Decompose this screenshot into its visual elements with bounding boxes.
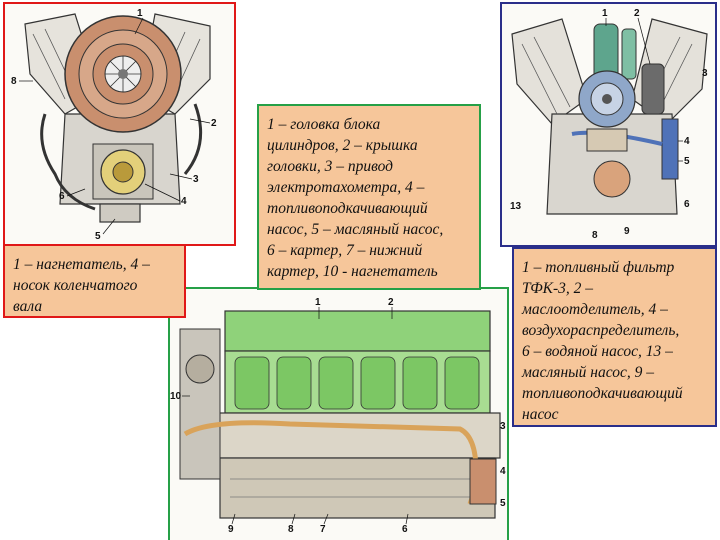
air-distributor-drawing (578, 70, 636, 128)
caption-line: носок коленчатого (13, 277, 138, 294)
callout-10: 10 (170, 391, 182, 402)
callout-7: 7 (320, 524, 326, 535)
caption-line: 6 – картер, 7 – нижний (267, 242, 423, 259)
callout-2: 2 (388, 297, 394, 308)
caption-line: цилиндров, 2 – крышка (267, 137, 418, 154)
rear-view-drawing: 1 2 3 4 5 6 8 9 13 (510, 8, 708, 241)
callout-13: 13 (510, 201, 522, 212)
caption-line: воздухораспределитель, (522, 322, 680, 339)
caption-line: маслоотделитель, 4 – (522, 301, 668, 318)
caption-line: топливоподкачивающий (267, 200, 428, 217)
front-view-figure: 1 8 2 3 4 6 5 (3, 2, 236, 246)
caption-line: 6 – водяной насос, 13 – (522, 343, 673, 360)
head-cover-drawing (224, 310, 491, 352)
rear-view-figure: 1 2 3 4 5 6 8 9 13 (500, 2, 717, 247)
callout-4: 4 (500, 466, 506, 477)
caption-line: головки, 3 – привод (267, 158, 393, 175)
caption-line: вала (13, 298, 43, 315)
caption-line: топливоподкачивающий (522, 385, 683, 402)
caption-line: картер, 10 - нагнетатель (267, 263, 438, 280)
caption-line: 1 – топливный фильтр (522, 259, 675, 276)
caption-line: ТФК-3, 2 – (522, 280, 593, 297)
caption-line: масляный насос, 9 – (522, 364, 654, 381)
side-view-figure: 1 2 10 3 4 5 9 8 7 6 (168, 287, 509, 540)
callout-6: 6 (59, 191, 65, 202)
supercharger-drawing (179, 328, 221, 480)
cylinder-block-drawing (224, 350, 491, 414)
callout-8: 8 (288, 524, 294, 535)
callout-6: 6 (402, 524, 408, 535)
crankcase-drawing (214, 412, 501, 459)
callout-5: 5 (684, 156, 690, 167)
callout-2: 2 (634, 8, 640, 19)
callout-3: 3 (702, 68, 708, 79)
front-view-drawing: 1 8 2 3 4 6 5 (11, 8, 217, 242)
middle-caption: 1 – головка блока цилиндров, 2 – крышка … (257, 104, 481, 290)
caption-line: 1 – головка блока (267, 116, 381, 133)
water-pump-drawing (586, 128, 631, 198)
callout-3: 3 (193, 174, 199, 185)
callout-8: 8 (592, 230, 598, 241)
callout-5: 5 (500, 498, 506, 509)
rear-view-caption: 1 – топливный фильтр ТФК-3, 2 – маслоотд… (512, 247, 717, 427)
front-view-caption: 1 – нагнетатель, 4 – носок коленчатого в… (3, 244, 186, 318)
callout-8: 8 (11, 76, 17, 87)
crankshaft-nose-drawing (92, 143, 154, 200)
callout-2: 2 (211, 118, 217, 129)
callout-4: 4 (181, 196, 187, 207)
caption-line: электротахометра, 4 – (267, 179, 425, 196)
supercharger-drawing (64, 15, 182, 133)
callout-3: 3 (500, 421, 506, 432)
callout-1: 1 (602, 8, 608, 19)
callout-5: 5 (95, 231, 101, 242)
side-view-drawing: 1 2 10 3 4 5 9 8 7 6 (170, 297, 506, 535)
callout-6: 6 (684, 199, 690, 210)
lower-crankcase-drawing (219, 457, 496, 519)
callout-9: 9 (228, 524, 234, 535)
caption-line: насос, 5 – масляный насос, (267, 221, 444, 238)
callout-4: 4 (684, 136, 690, 147)
pumps-drawing (469, 458, 497, 505)
caption-line: 1 – нагнетатель, 4 – (13, 256, 150, 273)
caption-line: насос (522, 406, 559, 423)
oil-separator-drawing (641, 63, 665, 115)
callout-1: 1 (137, 8, 143, 19)
callout-1: 1 (315, 297, 321, 308)
callout-9: 9 (624, 226, 630, 237)
